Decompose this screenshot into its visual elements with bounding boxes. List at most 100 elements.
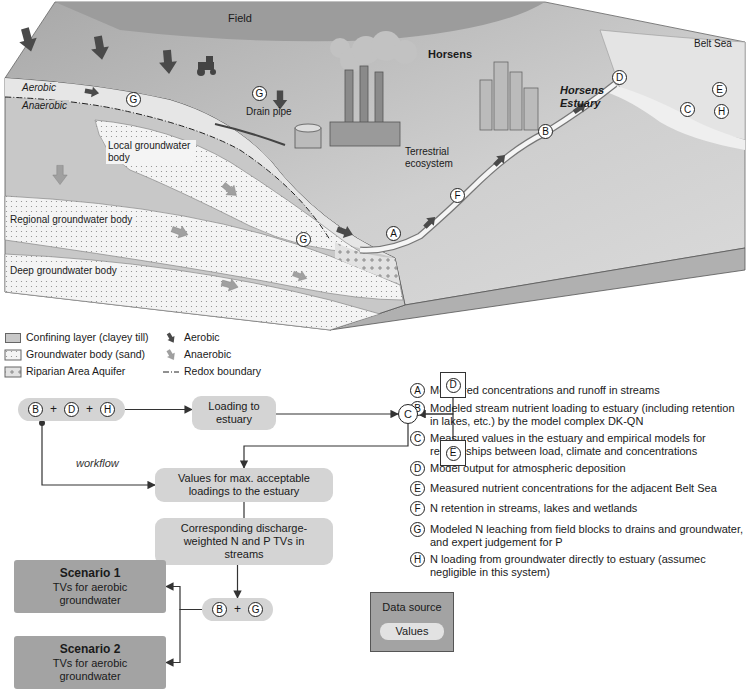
data-letter: B [212, 602, 227, 617]
connector [166, 610, 202, 663]
value-group: B+G [202, 598, 273, 621]
callout-letter: B [538, 124, 553, 139]
legend-text: Confining layer (clayey till) [26, 331, 149, 343]
data-letter: E [446, 446, 461, 461]
illustration-shape [220, 277, 239, 294]
far-hills [55, 2, 545, 41]
illustration-shape [494, 62, 508, 130]
value-box: Values for max. acceptable loadings to t… [155, 468, 333, 502]
illustration-shape [210, 69, 216, 75]
illustration-label: Terrestrial ecosystem [405, 146, 467, 170]
illustration-shape [84, 85, 100, 98]
connector [237, 565, 238, 598]
scenario-box: Scenario 2TVs for aerobic groundwater [14, 636, 166, 689]
callout-description: Modeled stream nutrient loading to estua… [430, 402, 744, 428]
data-letter: H [100, 402, 115, 417]
plus-sign: + [50, 403, 57, 416]
callout-letter: G [296, 232, 311, 247]
data-letter: D [446, 378, 461, 393]
callout-letter: C [410, 431, 425, 446]
data-source-box: D [440, 372, 466, 398]
legend-samples [5, 331, 179, 377]
callout-description: Measured nutrient concentrations for the… [430, 482, 744, 495]
redox-boundary [5, 97, 330, 240]
illustration-shape [220, 180, 241, 200]
node-text: Data source [371, 601, 453, 614]
callout-letter: A [410, 383, 425, 398]
value-box: Corresponding discharge-weighted N and P… [155, 518, 333, 565]
connector [276, 413, 398, 414]
callout-letter: G [126, 92, 141, 107]
connector [42, 421, 155, 485]
illustration-shape [158, 49, 178, 74]
illustration-label: Regional groundwater body [8, 214, 134, 226]
node-text: Corresponding discharge-weighted N and P… [163, 522, 325, 561]
plus-sign: + [234, 603, 241, 616]
data-source-box: E [440, 440, 466, 466]
illustration-label: Anaerobic [20, 100, 69, 112]
callout-letter: E [712, 82, 727, 97]
scenario-box: Scenario 1TVs for aerobic groundwater [14, 560, 166, 613]
illustration-shape [335, 223, 355, 241]
illustration-shape [524, 88, 538, 130]
callout-letter: F [410, 501, 425, 516]
illustration-shape [89, 35, 111, 62]
illustration-label: Belt Sea [694, 38, 732, 50]
tractor [197, 56, 216, 76]
legend-text: Redox boundary [184, 365, 261, 377]
node-text: TVs for aerobic groundwater [22, 657, 158, 683]
callout-letter: G [410, 522, 425, 537]
illustration-shape [170, 223, 190, 241]
callout-description: Measured concentrations and runoff in st… [430, 384, 744, 397]
illustration-label: Local groundwater body [106, 140, 196, 164]
data-letter: C [404, 408, 412, 421]
smoke [330, 31, 417, 72]
illustration-shape [330, 122, 400, 146]
node-text: Values [384, 625, 440, 638]
data-letter: B [28, 402, 43, 417]
redox-sample [163, 372, 179, 373]
legend-swatch [5, 333, 21, 343]
illustration-label: Drain pipe [246, 106, 292, 118]
illustration-shape [295, 124, 321, 132]
data-letter: D [64, 402, 79, 417]
callout-letter: E [410, 481, 425, 496]
connector [166, 587, 202, 610]
node-text: Values for max. acceptable loadings to t… [163, 472, 325, 498]
deep-groundwater [5, 254, 380, 330]
value-box: Loading to estuary [192, 396, 276, 430]
callout-description: N loading from groundwater directly to e… [430, 553, 744, 579]
illustration-shape [16, 26, 40, 54]
illustration-label: Deep groundwater body [8, 265, 119, 277]
drain-pipe [215, 124, 285, 145]
value-group: B+D+H [18, 398, 125, 421]
illustration-shape [291, 268, 308, 283]
node-text: Loading to estuary [200, 400, 268, 426]
callout-letter: H [714, 104, 729, 119]
illustration-shape [480, 80, 492, 130]
legend-text: Groundwater body (sand) [26, 348, 145, 360]
callout-description: Measured values in the estuary and empir… [430, 432, 744, 458]
legend-values: Values [380, 623, 444, 640]
connector [244, 424, 408, 468]
legend-data-source: Data sourceValues [370, 592, 454, 652]
illustration-shape [206, 56, 213, 63]
illustration-shape [197, 68, 205, 76]
callout-letter: A [386, 226, 401, 241]
connector [125, 409, 192, 410]
legend-text: Anaerobic [184, 348, 231, 360]
illustration-label: Horsens [428, 48, 472, 61]
illustration-shape [393, 40, 417, 64]
illustration-shape [491, 151, 509, 169]
legend-text: Aerobic [184, 331, 220, 343]
illustration-shape [53, 165, 67, 184]
callout-letter: D [612, 70, 627, 85]
aerobic-flow-arrows [16, 26, 589, 241]
illustration-shape [421, 213, 439, 231]
anaerobic-arrow-sample [165, 348, 177, 361]
callout-letter: C [680, 102, 695, 117]
city [480, 62, 538, 130]
factory [295, 66, 400, 148]
aerobic-arrow-sample [165, 331, 177, 344]
surface-features [197, 31, 615, 250]
